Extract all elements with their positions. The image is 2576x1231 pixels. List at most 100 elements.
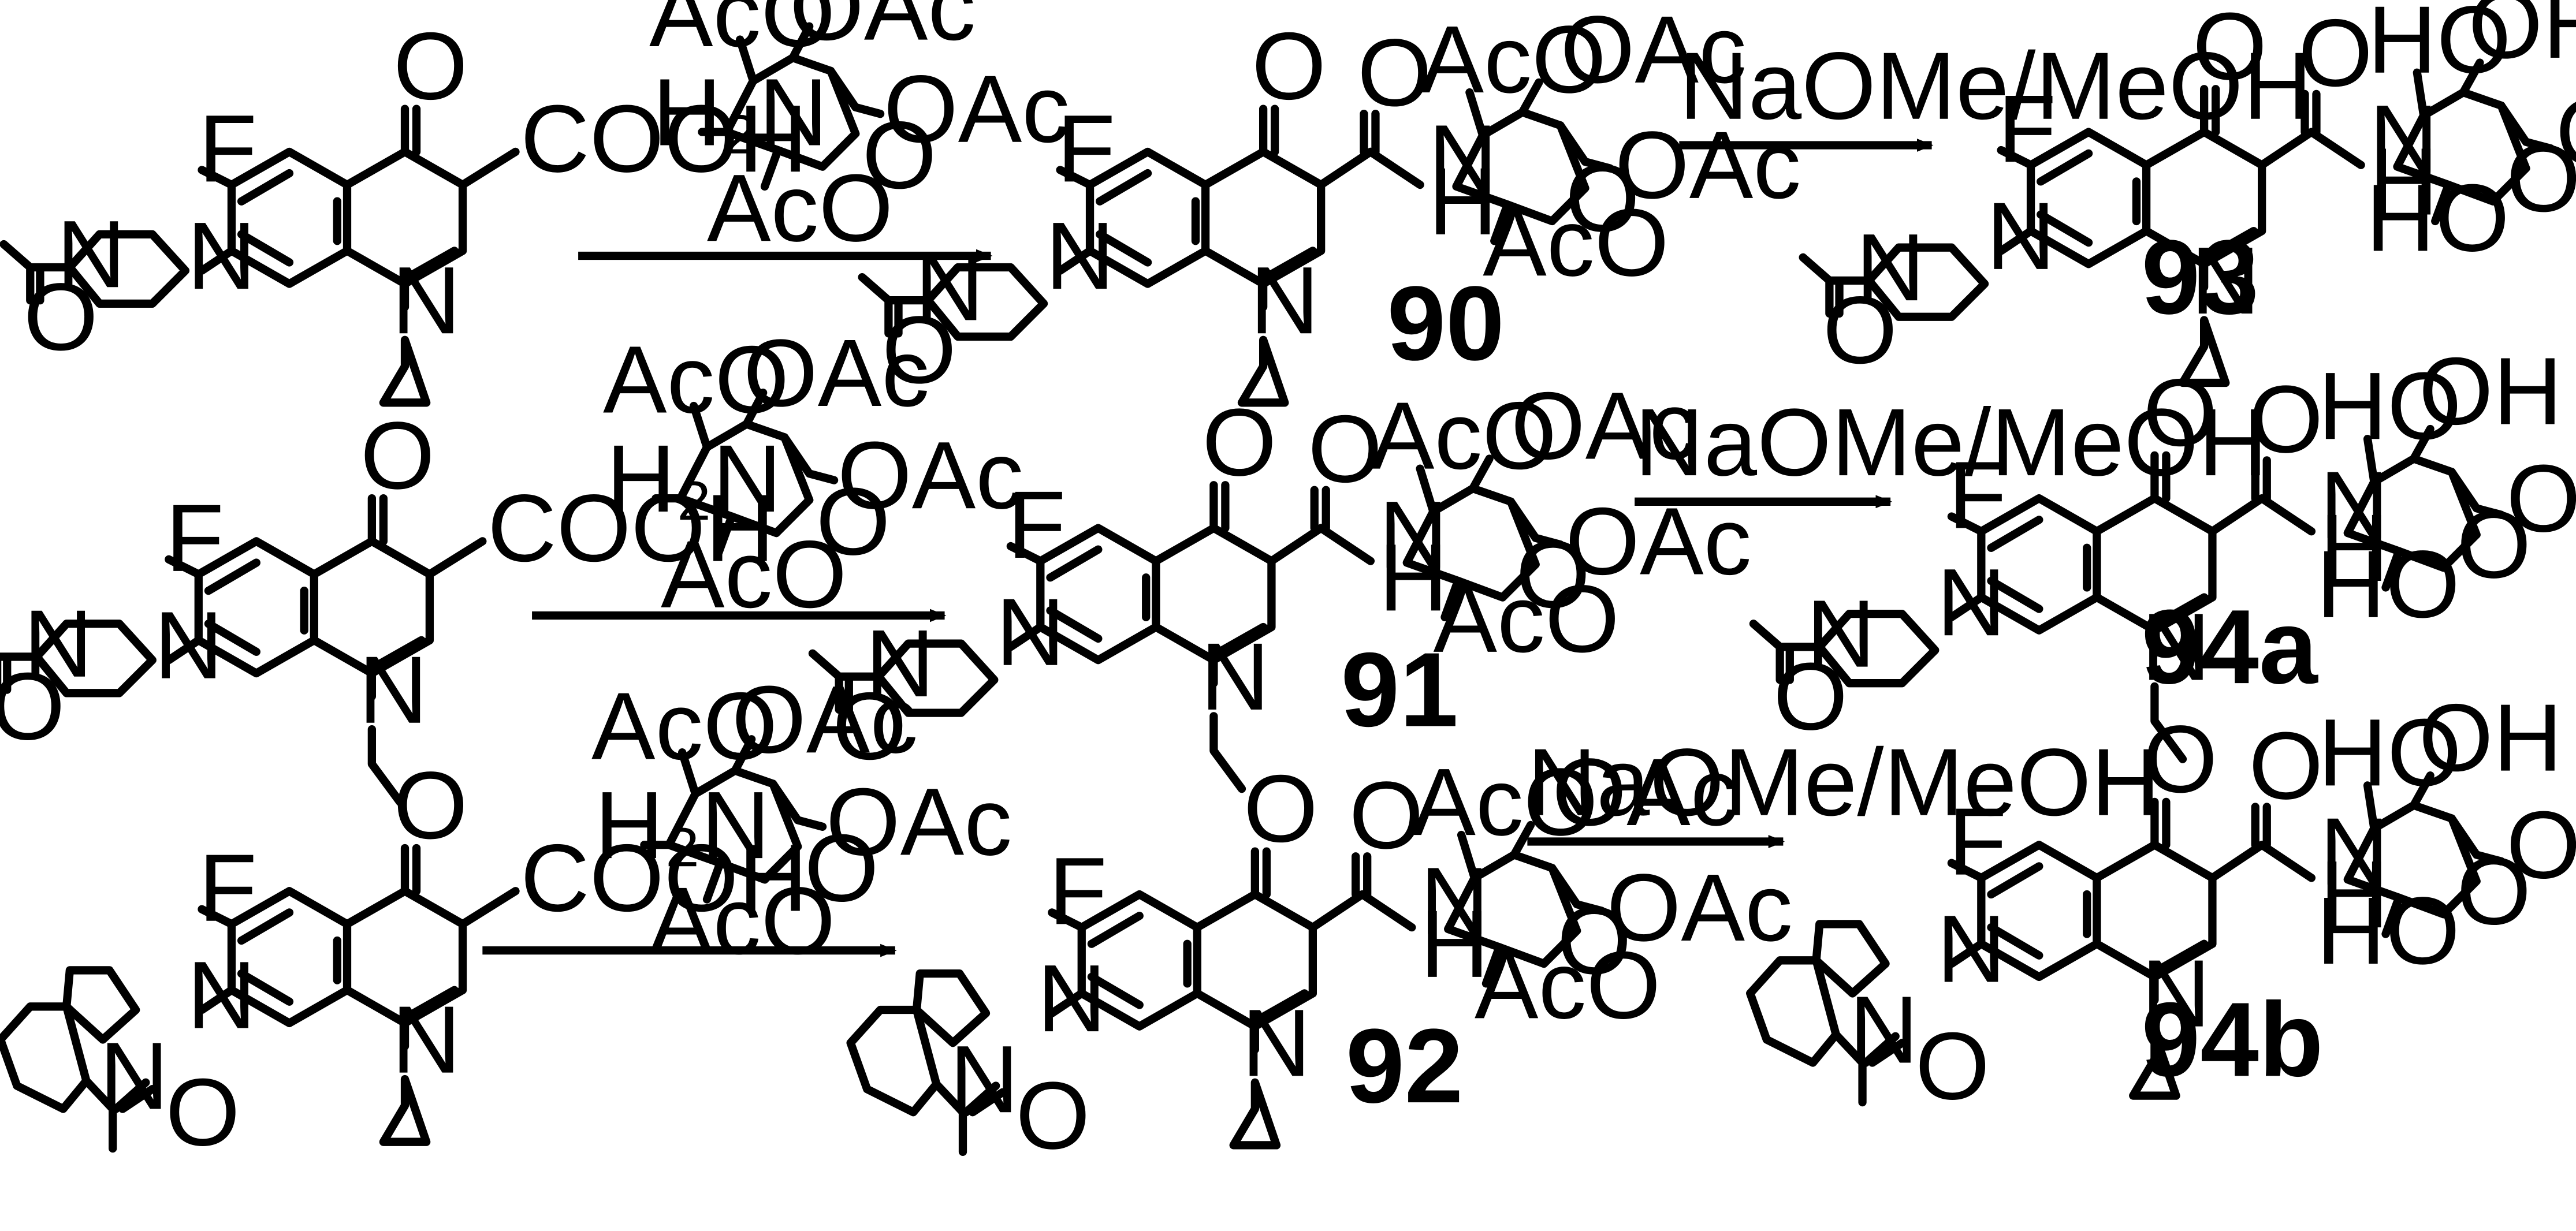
moxifloxacin-acetyl-start: F O COOH N N N O — [1, 752, 807, 1166]
svg-text:O: O — [832, 673, 907, 780]
compound-label-92: 92 — [1346, 1006, 1463, 1125]
svg-text:N: N — [359, 637, 428, 744]
svg-text:N: N — [2320, 799, 2389, 905]
svg-text:O: O — [393, 13, 468, 120]
svg-text:N: N — [1849, 976, 1919, 1083]
svg-text:O: O — [816, 468, 891, 575]
svg-text:O: O — [2143, 706, 2217, 813]
svg-text:N: N — [865, 610, 935, 717]
svg-text:O: O — [2192, 0, 2267, 100]
svg-text:HO: HO — [2318, 353, 2462, 460]
svg-text:OH: OH — [2468, 0, 2576, 79]
svg-text:HO: HO — [2367, 0, 2511, 94]
svg-text:OAc: OAc — [1511, 372, 1697, 479]
svg-text:OH: OH — [2506, 792, 2576, 898]
svg-text:N: N — [99, 1023, 169, 1130]
svg-text:N: N — [2320, 452, 2389, 559]
svg-text:H: H — [1379, 524, 1448, 631]
svg-text:OH: OH — [2419, 338, 2563, 445]
svg-text:H: H — [2320, 841, 2389, 948]
svg-text:OAc: OAc — [1565, 488, 1751, 595]
svg-text:N: N — [996, 579, 1065, 686]
svg-text:N: N — [2142, 941, 2211, 1047]
svg-text:O: O — [805, 815, 879, 922]
svg-text:F: F — [166, 485, 224, 592]
svg-text:F: F — [199, 95, 257, 202]
svg-text:O: O — [2506, 125, 2576, 232]
compound-label-94b: 94b — [2142, 980, 2324, 1098]
svg-text:O: O — [1308, 396, 1382, 503]
aminosugar-reagent: AcO OAc H₂N OAc AcO O — [603, 320, 1023, 628]
svg-text:N: N — [950, 1026, 1019, 1133]
svg-text:AcO: AcO — [591, 673, 777, 780]
svg-text:AcO: AcO — [603, 326, 789, 433]
svg-text:O: O — [360, 402, 435, 509]
svg-text:OAc: OAc — [1607, 855, 1793, 961]
svg-text:AcO: AcO — [661, 521, 847, 628]
svg-text:F: F — [1007, 472, 1066, 579]
compound-label-94a: 94a — [2142, 587, 2318, 706]
svg-text:AcO: AcO — [1433, 566, 1619, 673]
svg-text:OH: OH — [2419, 685, 2563, 792]
compound-92: F O O N H N N N O AcO OAc OAc O AcO — [851, 739, 1793, 1169]
compound-93: F O O N H N N N O HO OH OH O HO — [1803, 0, 2576, 384]
svg-text:HO: HO — [2366, 165, 2510, 271]
ciprofloxacin-acetyl-start: F O COOH N N N O — [4, 13, 807, 402]
aminosugar-reagent: AcO OAc H₂N OAc AcO O — [591, 666, 1012, 975]
compound-label-90: 90 — [1387, 264, 1504, 382]
svg-text:OAc: OAc — [743, 320, 929, 427]
svg-text:O: O — [1202, 389, 1276, 496]
svg-text:N: N — [1937, 896, 2006, 1002]
reagent-label: NaOMe/MeOH — [1527, 729, 2160, 836]
svg-text:N: N — [187, 203, 256, 309]
svg-text:O: O — [1015, 1062, 1090, 1169]
svg-text:OAc: OAc — [837, 422, 1023, 529]
svg-text:OH: OH — [2506, 445, 2576, 552]
svg-text:AcO: AcO — [1420, 6, 1606, 113]
compound-label-91: 91 — [1341, 630, 1458, 748]
svg-text:N: N — [2142, 594, 2211, 700]
svg-text:O: O — [24, 264, 98, 371]
svg-text:F: F — [1998, 76, 2056, 182]
compound-94a: F O O N H N N N O HO OH OH O HO — [1754, 338, 2576, 759]
svg-text:O: O — [2143, 360, 2217, 467]
svg-text:N: N — [1428, 106, 1498, 212]
svg-text:H: H — [1428, 148, 1498, 255]
svg-text:O: O — [862, 102, 937, 209]
svg-text:N: N — [1250, 247, 1319, 354]
svg-text:OAc: OAc — [826, 769, 1012, 875]
svg-text:F: F — [1948, 442, 2007, 549]
compound-90: F O O N H N N N O AcO OAc OAc O AcO — [862, 0, 1801, 404]
svg-text:N: N — [1045, 203, 1115, 309]
svg-text:OAc: OAc — [1615, 112, 1801, 219]
svg-text:N: N — [1420, 848, 1490, 955]
svg-text:AcO: AcO — [649, 868, 835, 975]
svg-text:O: O — [1773, 643, 1848, 750]
svg-text:AcO: AcO — [1483, 189, 1669, 296]
svg-text:HO: HO — [2316, 531, 2460, 638]
svg-text:O: O — [2249, 366, 2323, 473]
svg-text:HO: HO — [2316, 878, 2460, 984]
svg-text:O: O — [1565, 145, 1640, 252]
svg-text:N: N — [2369, 85, 2439, 192]
svg-text:O: O — [1915, 1013, 1990, 1120]
svg-text:AcO: AcO — [1371, 383, 1557, 490]
svg-text:OAc: OAc — [732, 666, 918, 773]
svg-text:N: N — [1379, 482, 1448, 588]
compound-94b: F O O N H N N N O HO OH OH O HO — [1750, 685, 2576, 1120]
svg-text:N: N — [24, 591, 93, 697]
svg-text:O: O — [1557, 887, 1632, 994]
svg-text:N: N — [1201, 624, 1270, 730]
svg-text:COOH: COOH — [520, 85, 807, 192]
svg-text:N: N — [1242, 990, 1311, 1096]
svg-text:H: H — [2320, 495, 2389, 602]
svg-text:O: O — [1252, 13, 1326, 120]
svg-text:N: N — [392, 247, 461, 354]
svg-text:OAc: OAc — [1552, 739, 1738, 846]
svg-text:O: O — [166, 1059, 240, 1166]
svg-text:N: N — [1986, 183, 2056, 290]
aminosugar-reagent: AcO OAc H₂N OAc AcO O — [649, 0, 1070, 262]
svg-text:N: N — [57, 201, 126, 308]
svg-text:N: N — [392, 987, 461, 1094]
